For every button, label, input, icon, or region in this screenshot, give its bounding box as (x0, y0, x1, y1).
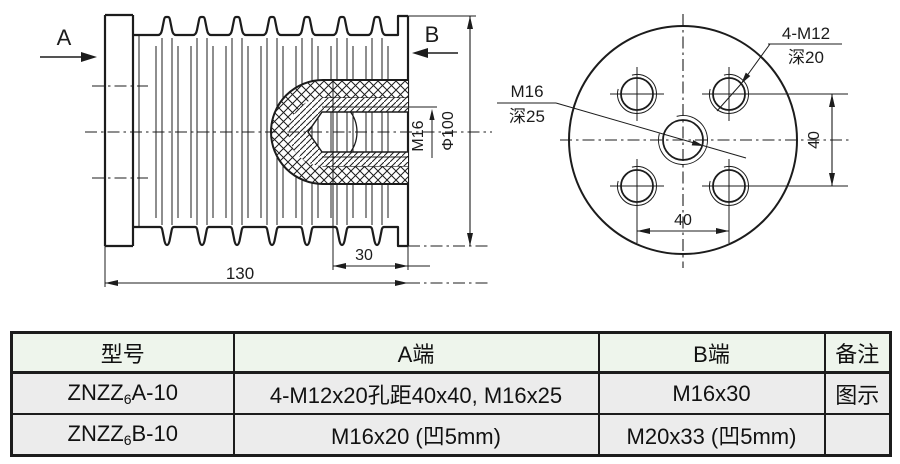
header-model: 型号 (10, 331, 235, 374)
model-prefix: ZNZZ (67, 380, 124, 405)
spec-table: 型号 A端 B端 备注 ZNZZ6A-10 4-M12x20孔距40x40, M… (10, 331, 892, 457)
vertical-spacing-dim-label: 40 (806, 131, 823, 149)
length-dim-label: 130 (226, 264, 254, 283)
technical-drawing: A B M16 Φ100 30 130 4-M12 深20 M16 深25 40… (40, 13, 852, 287)
table-row: ZNZZ6B-10 M16x20 (凹5mm) M20x33 (凹5mm) (10, 413, 892, 457)
model-suffix: A-10 (131, 380, 178, 405)
thread-dim-label: M16 (410, 120, 427, 151)
header-a-end: A端 (232, 331, 600, 374)
horizontal-spacing-dim-label: 40 (674, 212, 692, 229)
model-cell: ZNZZ6B-10 (10, 413, 235, 457)
side-view-labels: A B M16 Φ100 30 130 (57, 22, 457, 283)
depth-dim-label: 30 (355, 247, 373, 264)
header-note: 备注 (823, 331, 892, 374)
corner-holes-label: 4-M12 (782, 24, 830, 43)
b-end-cell: M20x33 (凹5mm) (597, 413, 826, 457)
model-subscript: 6 (123, 391, 132, 407)
center-hole-depth-label: 深25 (509, 107, 545, 126)
model-prefix: ZNZZ (67, 421, 124, 446)
note-cell (823, 413, 892, 457)
end-view-labels: 4-M12 深20 M16 深25 40 40 (509, 24, 830, 229)
corner-holes-depth-label: 深20 (788, 48, 824, 67)
center-hole-label: M16 (510, 82, 543, 101)
model-cell: ZNZZ6A-10 (10, 371, 235, 415)
a-end-cell: M16x20 (凹5mm) (232, 413, 600, 457)
side-view-geometry (40, 13, 492, 287)
a-end-cell: 4-M12x20孔距40x40, M16x25 (232, 371, 600, 415)
diameter-dim-label: Φ100 (440, 111, 457, 151)
model-suffix: B-10 (131, 421, 178, 446)
section-label-b: B (425, 22, 440, 47)
note-cell: 图示 (823, 371, 892, 415)
table-header-row: 型号 A端 B端 备注 (10, 331, 892, 374)
b-end-cell: M16x30 (597, 371, 826, 415)
model-subscript: 6 (123, 432, 132, 448)
section-label-a: A (57, 25, 72, 50)
table-row: ZNZZ6A-10 4-M12x20孔距40x40, M16x25 M16x30… (10, 371, 892, 415)
end-view-geometry (497, 14, 852, 268)
header-b-end: B端 (597, 331, 826, 374)
